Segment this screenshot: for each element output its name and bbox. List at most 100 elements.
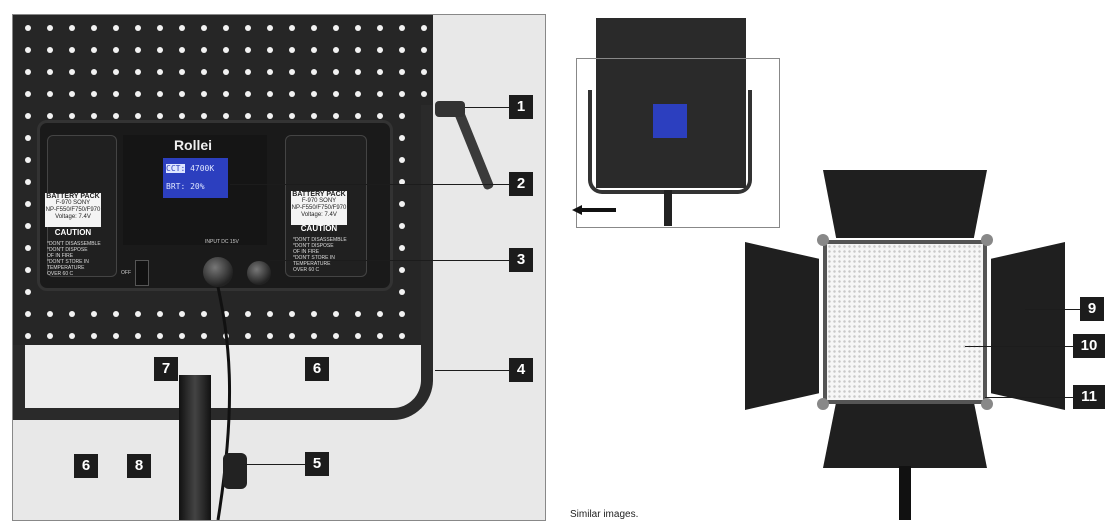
panel-hole <box>267 311 273 317</box>
panel-hole <box>399 135 405 141</box>
callout-8: 8 <box>127 454 151 478</box>
panel-hole <box>289 311 295 317</box>
panel-hole <box>179 113 185 119</box>
battery-left-title: BATTERY PACK <box>46 193 100 200</box>
panel-hole <box>399 333 405 339</box>
yoke-side-bar <box>421 105 433 365</box>
panel-hole <box>113 113 119 119</box>
callout-7: 7 <box>154 357 178 381</box>
callout-6-right: 6 <box>305 357 329 381</box>
panel-hole <box>223 91 229 97</box>
callout-10: 10 <box>1073 334 1105 358</box>
battery-right-line1: F-970 SONY <box>301 198 337 204</box>
panel-hole <box>377 25 383 31</box>
panel-hole <box>179 311 185 317</box>
power-cable <box>216 286 232 520</box>
panel-hole <box>399 201 405 207</box>
power-switch <box>135 260 149 286</box>
panel-hole <box>91 47 97 53</box>
panel-hole <box>333 47 339 53</box>
panel-hole <box>47 113 53 119</box>
panel-hole <box>223 311 229 317</box>
panel-hole <box>157 25 163 31</box>
panel-hole <box>399 289 405 295</box>
panel-hole <box>377 333 383 339</box>
panel-hole <box>399 267 405 273</box>
panel-hole <box>399 311 405 317</box>
yoke-bracket <box>13 345 433 420</box>
panel-hole <box>47 311 53 317</box>
battery-right-line2: NP-F550/F750/F970 <box>291 205 347 211</box>
panel-hole <box>25 267 31 273</box>
control-dial <box>247 261 271 285</box>
panel-hole <box>179 47 185 53</box>
panel-hole <box>267 47 273 53</box>
panel-hole <box>179 333 185 339</box>
panel-hole <box>333 311 339 317</box>
panel-hole <box>179 25 185 31</box>
main-photo-rear-view: BATTERY PACK F-970 SONY NP-F550/F750/F97… <box>12 14 546 521</box>
panel-hole <box>91 311 97 317</box>
panel-hole <box>399 157 405 163</box>
led-panel <box>823 240 987 404</box>
panel-hole <box>25 201 31 207</box>
panel-hole <box>355 25 361 31</box>
panel-hole <box>47 25 53 31</box>
arrow-left-icon <box>572 202 616 215</box>
caution-lines-right: *DON'T DISASSEMBLE *DON'T DISPOSE OF IN … <box>293 237 359 273</box>
panel-hole <box>421 69 427 75</box>
panel-hole <box>157 333 163 339</box>
lcd-cct-value: 4700K <box>190 164 215 173</box>
panel-hole <box>245 333 251 339</box>
panel-hole <box>157 47 163 53</box>
corner-screw-tl <box>817 234 829 246</box>
panel-hole <box>135 47 141 53</box>
panel-hole <box>69 91 75 97</box>
panel-hole <box>47 333 53 339</box>
panel-hole <box>245 311 251 317</box>
panel-hole <box>201 25 207 31</box>
caution-left: CAUTION <box>54 228 92 237</box>
stand-pole <box>179 375 211 520</box>
panel-hole <box>421 91 427 97</box>
panel-hole <box>113 91 119 97</box>
panel-hole <box>201 113 207 119</box>
panel-hole <box>91 69 97 75</box>
small-photo-yoke <box>588 90 752 194</box>
panel-hole <box>113 311 119 317</box>
callout-1: 1 <box>509 95 533 119</box>
panel-hole <box>69 25 75 31</box>
callout-9: 9 <box>1080 297 1104 321</box>
leader-2 <box>230 184 510 185</box>
battery-left-line3: Voltage: 7.4V <box>55 214 91 220</box>
panel-hole <box>25 333 31 339</box>
panel-hole <box>201 311 207 317</box>
panel-hole <box>91 25 97 31</box>
panel-hole <box>25 289 31 295</box>
lcd-brt-label: BRT: <box>166 182 186 191</box>
barn-door-top <box>823 170 987 238</box>
panel-hole <box>245 69 251 75</box>
panel-hole <box>113 25 119 31</box>
panel-hole <box>223 47 229 53</box>
panel-hole <box>25 25 31 31</box>
panel-hole <box>245 47 251 53</box>
small-photo-display <box>653 104 687 138</box>
callout-11: 11 <box>1073 385 1105 409</box>
panel-hole <box>311 69 317 75</box>
panel-hole <box>91 113 97 119</box>
power-switch-off-label: OFF <box>121 270 131 276</box>
panel-hole <box>201 47 207 53</box>
panel-hole <box>311 47 317 53</box>
panel-hole <box>201 91 207 97</box>
lcd-brt-value: 20% <box>190 182 205 191</box>
panel-hole <box>223 69 229 75</box>
panel-hole <box>333 91 339 97</box>
panel-hole <box>179 69 185 75</box>
battery-left-line2: NP-F550/F750/F970 <box>45 207 101 213</box>
panel-hole <box>399 47 405 53</box>
callout-3: 3 <box>509 248 533 272</box>
caution-left-line4: *DON'T STORE IN <box>47 259 89 265</box>
panel-hole <box>47 47 53 53</box>
panel-hole <box>311 113 317 119</box>
